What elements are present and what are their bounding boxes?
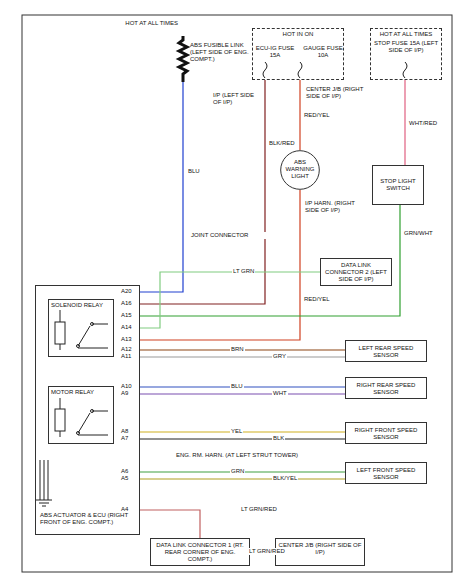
wire [140,82,183,292]
wire-color: BLK/RED [268,140,296,147]
outer-border [22,15,452,572]
wire-color: RED/YEL [303,112,331,119]
node-title: RIGHT FRONT SPEED SENSOR [346,423,426,441]
node-title: RIGHT REAR SPEED SENSOR [346,378,426,396]
stop-fuse: HOT AT ALL TIMESSTOP FUSE 15A (LEFT SIDE… [370,28,442,80]
node-title: CENTER J/B (RIGHT SIDE OF I/P) [276,539,364,556]
pin-number: A9 [120,390,129,397]
speed-sensor: LEFT FRONT SPEED SENSOR [345,462,427,484]
wire-color: BLU [187,168,201,175]
wire-color: BLU [230,383,244,390]
abs-actuator: ABS ACTUATOR & ECU (RIGHT FRONT OF ENG. … [35,285,140,535]
speed-sensor: LEFT REAR SPEED SENSOR [345,340,427,362]
pin-number: A12 [120,346,133,353]
junction-block: CENTER J/B (RIGHT SIDE OF I/P) [275,538,365,566]
solenoid-relay: SOLENOID RELAY [48,299,114,357]
wire-color: LT GRN [232,268,255,275]
sensor-return-wires [140,357,345,479]
wire [140,80,265,304]
pin-number: A11 [120,353,132,360]
location-note: I/P HARN. (RIGHT SIDE OF I/P) [304,200,358,214]
wire-color: BRN [230,346,245,353]
wire [140,205,400,316]
wire-color: RED/YEL [303,296,331,303]
pin-number: A15 [120,312,133,319]
location-note: I/P (LEFT SIDE OF I/P) [212,92,262,106]
location-note: CENTER J/B (RIGHT SIDE OF I/P) [305,86,369,100]
pin-number: A16 [120,300,133,307]
wire [140,190,300,340]
pin-number: A8 [120,428,129,435]
wire [140,272,320,328]
pin-number: A7 [120,435,129,442]
wire-color: WHT/RED [408,120,438,127]
pin-number: A6 [120,468,129,475]
node-title: MOTOR RELAY [49,387,113,396]
data-link-connector: DATA LINK CONNECTOR 1 (RT. REAR CORNER O… [150,538,250,566]
wire [404,80,405,165]
wire-color: LT GRN/RED [240,506,278,513]
pin-number: A13 [120,336,133,343]
data-link-connector: DATA LINK CONNECTOR 2 (LEFT SIDE OF I/P) [320,258,392,286]
pin-number: A5 [120,475,129,482]
node-title: HOT AT ALL TIMES [110,20,178,27]
node-text: ECU-IG FUSE 15A [255,45,295,59]
node-title: ABS WARNING LIGHT [280,150,320,180]
pin-number: A4 [120,506,129,513]
wire-color: BLK [272,435,285,442]
speed-sensor: RIGHT FRONT SPEED SENSOR [345,422,427,444]
node-title: ABS ACTUATOR & ECU (RIGHT FRONT OF ENG. … [40,512,136,526]
node-title: LEFT FRONT SPEED SENSOR [346,463,426,481]
location-note: ENG. RM. HARN. (AT LEFT STRUT TOWER) [175,452,317,459]
relay-symbols [36,310,108,506]
fuse-symbols [263,62,407,78]
wire-color: YEL [230,428,243,435]
wire-color: GRN [230,468,245,475]
node-title: SOLENOID RELAY [49,300,113,309]
node-text: STOP FUSE 15A (LEFT SIDE OF I/P) [371,38,441,54]
wire-color: GRY [272,353,287,360]
node-title: DATA LINK CONNECTOR 1 (RT. REAR CORNER O… [151,539,249,563]
stop-light-switch: STOP LIGHT SWITCH [372,165,424,205]
fuse-block: HOT IN ON ECU-IG FUSE 15A GAUGE FUSE 10A [252,28,344,80]
pin-number: A14 [120,324,133,331]
node-title: LEFT REAR SPEED SENSOR [346,341,426,359]
warning-light: ABS WARNING LIGHT [280,150,320,190]
wire [299,80,300,150]
fusible-link-symbol [179,36,187,82]
node-title: HOT AT ALL TIMES [371,29,441,38]
node-title: DATA LINK CONNECTOR 2 (LEFT SIDE OF I/P) [321,259,391,283]
wire [140,510,200,538]
wire-color: WHT [272,390,288,397]
pin-number: A10 [120,383,133,390]
node-text: ABS FUSIBLE LINK (LEFT SIDE OF ENG. COMP… [190,42,250,63]
wire-color: LT GRN/RED [248,548,286,555]
node-title: STOP LIGHT SWITCH [373,166,423,192]
wire-color: GRN/WHT [403,230,434,237]
fusible-link: HOT AT ALL TIMES ABS FUSIBLE LINK (LEFT S… [110,20,250,82]
speed-sensor: RIGHT REAR SPEED SENSOR [345,377,427,399]
wire-color: BLK/YEL [272,475,298,482]
node-title: HOT IN ON [253,29,343,38]
pin-number: A20 [120,288,133,295]
motor-relay: MOTOR RELAY [48,386,114,444]
location-note: JOINT CONNECTOR [190,232,272,239]
node-text: GAUGE FUSE 10A [303,45,343,59]
